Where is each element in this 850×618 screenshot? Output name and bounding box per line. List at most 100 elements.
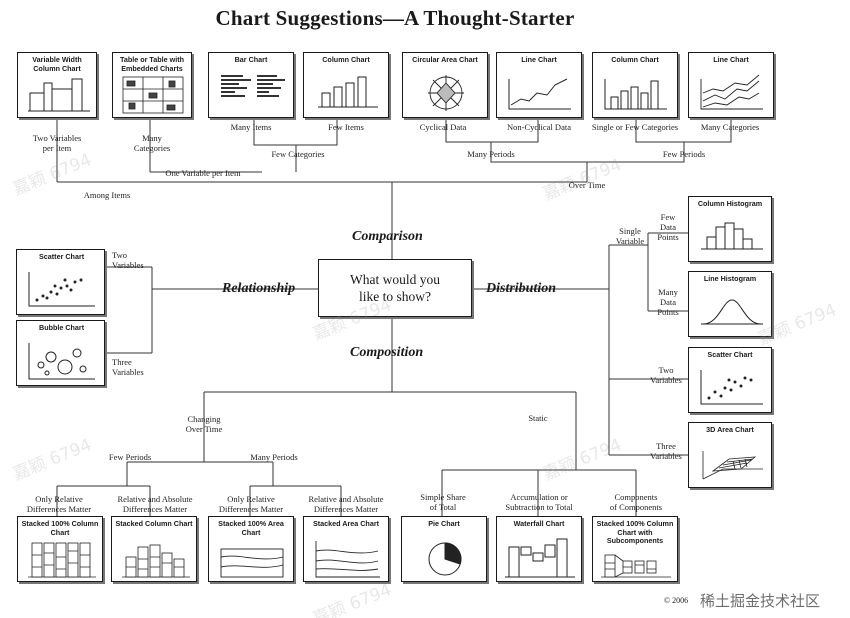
central-question: What would you like to show?: [318, 259, 472, 317]
chart-card-table-embedded: Table or Table with Embedded Charts: [112, 52, 192, 118]
chart-name: Scatter Chart: [39, 252, 85, 261]
chart-name: Column Chart: [322, 55, 370, 64]
chart-card-stacked-column: Stacked Column Chart: [111, 516, 197, 582]
watermark-corner-text: 稀土掘金技术社区: [700, 592, 821, 610]
stacked-column-icon: [122, 544, 190, 578]
label-two-vars-per-item: Two Variables per Item: [32, 133, 82, 153]
3d-area-icon: [702, 451, 763, 480]
label-three-variables-dist: Three Variables: [650, 441, 682, 461]
chart-card-scatter-distribution: Scatter Chart: [688, 347, 772, 413]
label-static: Static: [528, 413, 548, 423]
chart-name: Column Chart: [611, 55, 659, 64]
chart-name: Stacked 100% Area Chart: [218, 519, 284, 537]
multi-line-chart-icon: [700, 74, 763, 110]
chart-name: Circular Area Chart: [412, 55, 478, 64]
label-single-few-categories: Single or Few Categories: [591, 122, 679, 132]
label-few-items: Few Items: [328, 122, 364, 132]
chart-name: Column Histogram: [697, 199, 763, 208]
stacked-100-subcomponents-icon: [601, 554, 671, 578]
chart-name: Bar Chart: [234, 55, 268, 64]
label-single-variable: Single Variable: [615, 226, 645, 246]
chart-card-column-histogram: Column Histogram: [688, 196, 772, 262]
chart-card-scatter-relationship: Scatter Chart: [16, 249, 105, 315]
chart-card-pie: Pie Chart: [401, 516, 487, 582]
label-only-relative-1: Only Relative Differences Matter: [26, 494, 92, 514]
label-two-variables-rel: Two Variables: [112, 250, 144, 270]
chart-name: Pie Chart: [428, 519, 460, 528]
chart-name: Line Chart: [713, 55, 749, 64]
scatter-chart-icon: [700, 370, 763, 405]
hub-composition: Composition: [350, 345, 424, 360]
circular-area-icon: [428, 75, 464, 111]
chart-card-variable-width-column: Variable Width Column Chart: [17, 52, 97, 118]
chart-name: Line Histogram: [703, 274, 757, 283]
chart-name: Stacked Column Chart: [115, 519, 193, 528]
label-few-periods-top: Few Periods: [662, 149, 706, 159]
column-chart-icon: [604, 79, 667, 110]
label-few-categories: Few Categories: [271, 149, 325, 159]
chart-card-line-many: Line Chart: [688, 52, 774, 118]
label-many-items: Many Items: [230, 122, 272, 132]
label-three-variables-rel: Three Variables: [112, 357, 144, 377]
label-relative-absolute-2: Relative and Absolute Differences Matter: [308, 494, 384, 514]
chart-card-stacked-100-column: Stacked 100% Column Chart: [17, 516, 103, 582]
variable-width-column-icon: [28, 78, 90, 112]
chart-card-column-periods: Column Chart: [592, 52, 678, 118]
scatter-chart-icon: [28, 272, 95, 307]
diagram-title: Chart Suggestions—A Thought-Starter: [215, 6, 575, 30]
chart-card-waterfall: Waterfall Chart: [496, 516, 582, 582]
chart-name: Table or Table with Embedded Charts: [119, 55, 185, 73]
label-over-time: Over Time: [568, 180, 606, 190]
column-histogram-icon: [701, 222, 763, 250]
chart-name: Stacked 100% Column Chart with Subcompon…: [596, 519, 674, 545]
label-non-cyclical-data: Non-Cyclical Data: [507, 122, 571, 132]
chart-name: Line Chart: [521, 55, 557, 64]
bar-chart-icon: [221, 75, 285, 97]
stacked-area-icon: [315, 541, 380, 578]
chart-card-line-noncyclical: Line Chart: [496, 52, 582, 118]
line-chart-icon: [508, 78, 571, 110]
label-few-data-points: Few Data Points: [657, 212, 679, 242]
stacked-100-column-icon: [28, 542, 96, 578]
label-relative-absolute-1: Relative and Absolute Differences Matter: [117, 494, 193, 514]
chart-card-line-histogram: Line Histogram: [688, 271, 772, 337]
column-chart-icon: [318, 76, 378, 108]
label-two-variables-dist: Two Variables: [650, 365, 682, 385]
label-cyclical-data: Cyclical Data: [419, 122, 467, 132]
chart-name: Waterfall Chart: [513, 519, 565, 528]
chart-card-column-few: Column Chart: [303, 52, 389, 118]
hub-comparison: Comparison: [352, 229, 423, 244]
bubble-chart-icon: [28, 343, 95, 380]
chart-card-stacked-area: Stacked Area Chart: [303, 516, 389, 582]
chart-name: Stacked Area Chart: [312, 519, 380, 528]
chart-name: Variable Width Column Chart: [32, 55, 82, 73]
chart-name: Bubble Chart: [39, 323, 85, 332]
label-only-relative-2: Only Relative Differences Matter: [218, 494, 284, 514]
chart-card-3d-area: 3D Area Chart: [688, 422, 772, 488]
label-among-items: Among Items: [83, 190, 131, 200]
label-few-periods-comp: Few Periods: [108, 452, 152, 462]
label-accumulation: Accumulation or Subtraction to Total: [505, 492, 573, 512]
chart-card-bar: Bar Chart: [208, 52, 294, 118]
chart-name: Scatter Chart: [707, 350, 753, 359]
chart-name: 3D Area Chart: [706, 425, 754, 434]
chart-name: Stacked 100% Column Chart: [21, 519, 99, 537]
label-components: Components of Components: [609, 492, 663, 512]
pie-chart-icon: [428, 542, 462, 576]
label-simple-share: Simple Share of Total: [420, 492, 466, 512]
table-with-charts-icon: [122, 76, 184, 114]
label-changing-over-time: Changing Over Time: [185, 414, 223, 434]
label-one-var-per-item: One Variable per Item: [165, 168, 241, 178]
chart-card-stacked-100-subcomponents: Stacked 100% Column Chart with Subcompon…: [592, 516, 678, 582]
chart-card-stacked-100-area: Stacked 100% Area Chart: [208, 516, 294, 582]
label-many-periods-top: Many Periods: [467, 149, 515, 159]
stacked-100-area-icon: [220, 548, 284, 578]
line-histogram-icon: [701, 299, 763, 325]
waterfall-chart-icon: [505, 538, 575, 578]
chart-card-bubble: Bubble Chart: [16, 320, 105, 386]
label-many-categories-right: Many Categories: [700, 122, 760, 132]
label-many-periods-comp: Many Periods: [250, 452, 298, 462]
hub-distribution: Distribution: [486, 281, 557, 296]
